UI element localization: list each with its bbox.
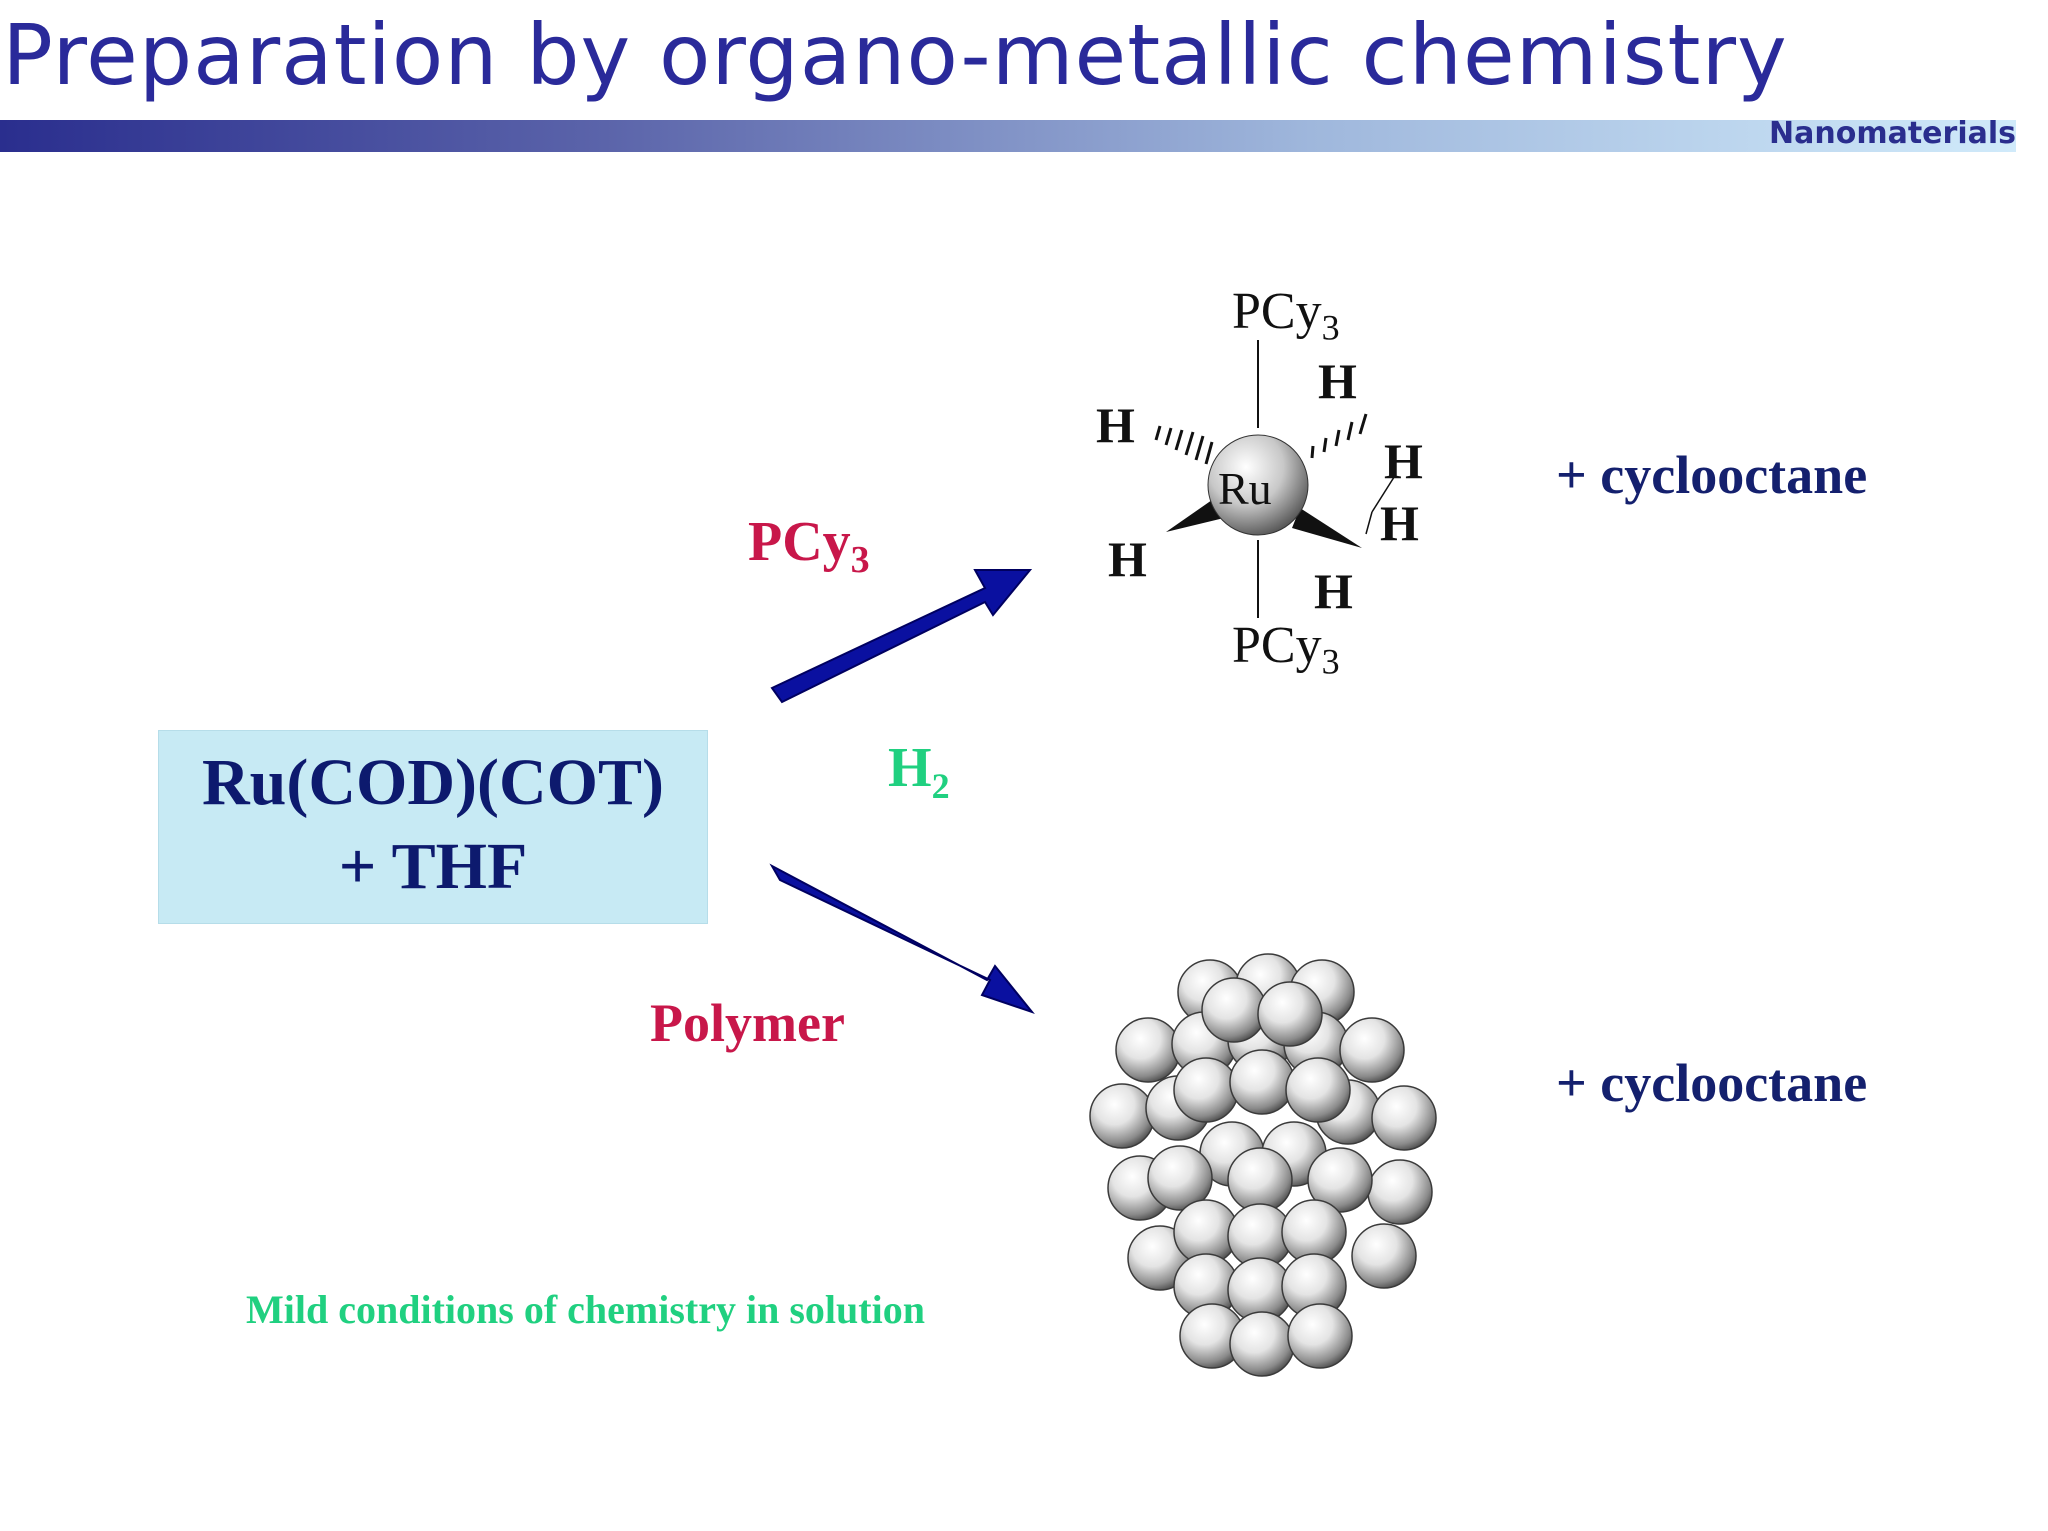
cluster-atom-sphere	[1339, 1017, 1405, 1083]
cluster-atom-sphere	[1201, 977, 1267, 1043]
ru-nanoparticle-cluster	[1089, 953, 1437, 1377]
cluster-atom-sphere	[1147, 1145, 1213, 1211]
gas-reagent-label: H2	[888, 737, 950, 807]
ru-complex-bonds	[1154, 340, 1397, 618]
cluster-atom-sphere	[1229, 1311, 1295, 1377]
reactant-box: Ru(COD)(COT) + THF	[158, 730, 708, 924]
cluster-atom-sphere	[1287, 1303, 1353, 1369]
hydride-label-1: H	[1096, 397, 1135, 453]
cluster-atom-sphere	[1307, 1147, 1373, 1213]
top-ligand-label: PCy3	[1232, 283, 1340, 348]
upper-byproduct: + cyclooctane	[1556, 445, 1868, 505]
bottom-ligand-label: PCy3	[1232, 617, 1340, 682]
cluster-atom-sphere	[1115, 1017, 1181, 1083]
ru-atom-sphere	[1207, 434, 1309, 536]
lower-reaction-arrow	[769, 863, 1035, 1015]
slide-title: Preparation by organo-metallic chemistry	[2, 6, 1788, 104]
hydride-label-5: H	[1108, 531, 1147, 587]
upper-reaction-arrow	[770, 569, 1033, 704]
cluster-atom-sphere	[1285, 1057, 1351, 1123]
reactant-formula: Ru(COD)(COT)	[202, 746, 664, 819]
hydride-label-4: H	[1380, 495, 1419, 551]
cluster-atom-sphere	[1227, 1147, 1293, 1213]
header-gradient-bar	[0, 120, 2016, 152]
hydride-label-2: H	[1318, 353, 1357, 409]
cluster-atom-sphere	[1371, 1085, 1437, 1151]
cluster-atom-sphere	[1229, 1049, 1295, 1115]
hydride-label-3: H	[1384, 433, 1423, 489]
cluster-atom-sphere	[1257, 981, 1323, 1047]
upper-reagent-label: PCy3	[748, 511, 870, 582]
conditions-note: Mild conditions of chemistry in solution	[246, 1287, 925, 1332]
section-tag: Nanomaterials	[1769, 116, 2016, 151]
cluster-atom-sphere	[1173, 1057, 1239, 1123]
hydride-label-6: H	[1314, 563, 1353, 619]
reactant-solvent: + THF	[338, 830, 528, 903]
lower-byproduct: + cyclooctane	[1556, 1053, 1868, 1113]
cluster-atom-sphere	[1351, 1223, 1417, 1289]
ru-metal-label: Ru	[1218, 463, 1272, 514]
cluster-atom-sphere	[1367, 1159, 1433, 1225]
lower-reagent-label: Polymer	[650, 993, 845, 1053]
cluster-atom-sphere	[1089, 1083, 1155, 1149]
